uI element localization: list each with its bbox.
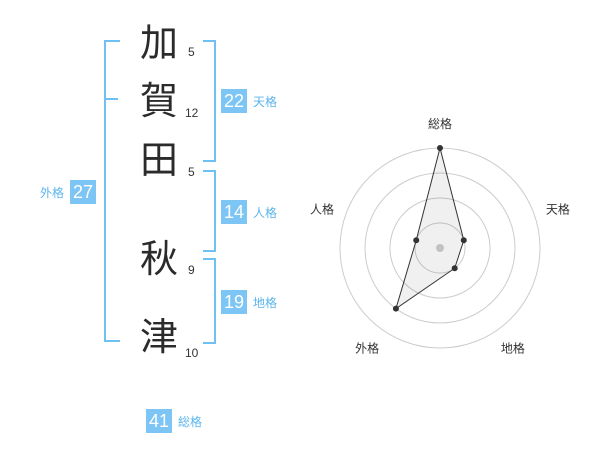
name-char-3: 田 <box>140 138 179 182</box>
stroke-count-3: 5 <box>188 165 195 179</box>
radar-point-4 <box>392 305 399 312</box>
name-char-5: 津 <box>140 315 179 359</box>
radar-axis-label-5: 人格 <box>310 202 334 217</box>
radar-point-5 <box>413 237 420 244</box>
stroke-count-2: 12 <box>185 106 199 120</box>
stroke-count-1: 5 <box>188 45 195 59</box>
radar-ring <box>414 222 466 274</box>
jinkaku-value: 14 <box>221 200 248 224</box>
tenkaku-badge: 22 天格 <box>221 89 277 113</box>
chikaku-badge: 19 地格 <box>221 290 277 314</box>
radar-ring <box>364 172 516 324</box>
soukaku-label: 総格 <box>178 414 203 429</box>
radar-center <box>436 244 444 252</box>
jinkaku-label: 人格 <box>253 205 278 220</box>
radar-point-3 <box>451 265 458 272</box>
stroke-count-5: 10 <box>185 346 199 360</box>
chikaku-label: 地格 <box>253 295 278 310</box>
tenkaku-bracket <box>203 40 216 162</box>
stroke-count-4: 9 <box>188 263 195 277</box>
soukaku-value: 41 <box>146 409 173 433</box>
gaikaku-bracket <box>104 40 120 342</box>
name-char-4: 秋 <box>140 237 179 281</box>
chikaku-bracket <box>203 258 216 344</box>
gaikaku-value: 27 <box>70 180 97 204</box>
name-char-1: 加 <box>140 21 179 65</box>
radar-axis-label-2: 天格 <box>546 202 570 217</box>
name-char-2: 賀 <box>140 79 179 123</box>
radar-point-2 <box>460 237 467 244</box>
radar-ring <box>389 197 491 299</box>
radar-polygon <box>395 147 465 310</box>
gaikaku-label: 外格 <box>40 185 65 200</box>
soukaku-badge: 41 総格 <box>146 409 202 433</box>
jinkaku-bracket <box>203 170 216 252</box>
gaikaku-badge: 外格 27 <box>40 180 97 204</box>
chikaku-value: 19 <box>221 290 248 314</box>
radar-axis-label-1: 総格 <box>428 116 452 131</box>
radar-point-1 <box>437 145 443 151</box>
radar-axis-label-4: 外格 <box>355 340 379 355</box>
radar-axis-label-3: 地格 <box>501 340 525 355</box>
jinkaku-badge: 14 人格 <box>221 200 277 224</box>
tenkaku-value: 22 <box>221 89 248 113</box>
gaikaku-bracket-mark-1 <box>104 98 118 100</box>
tenkaku-label: 天格 <box>253 94 278 109</box>
